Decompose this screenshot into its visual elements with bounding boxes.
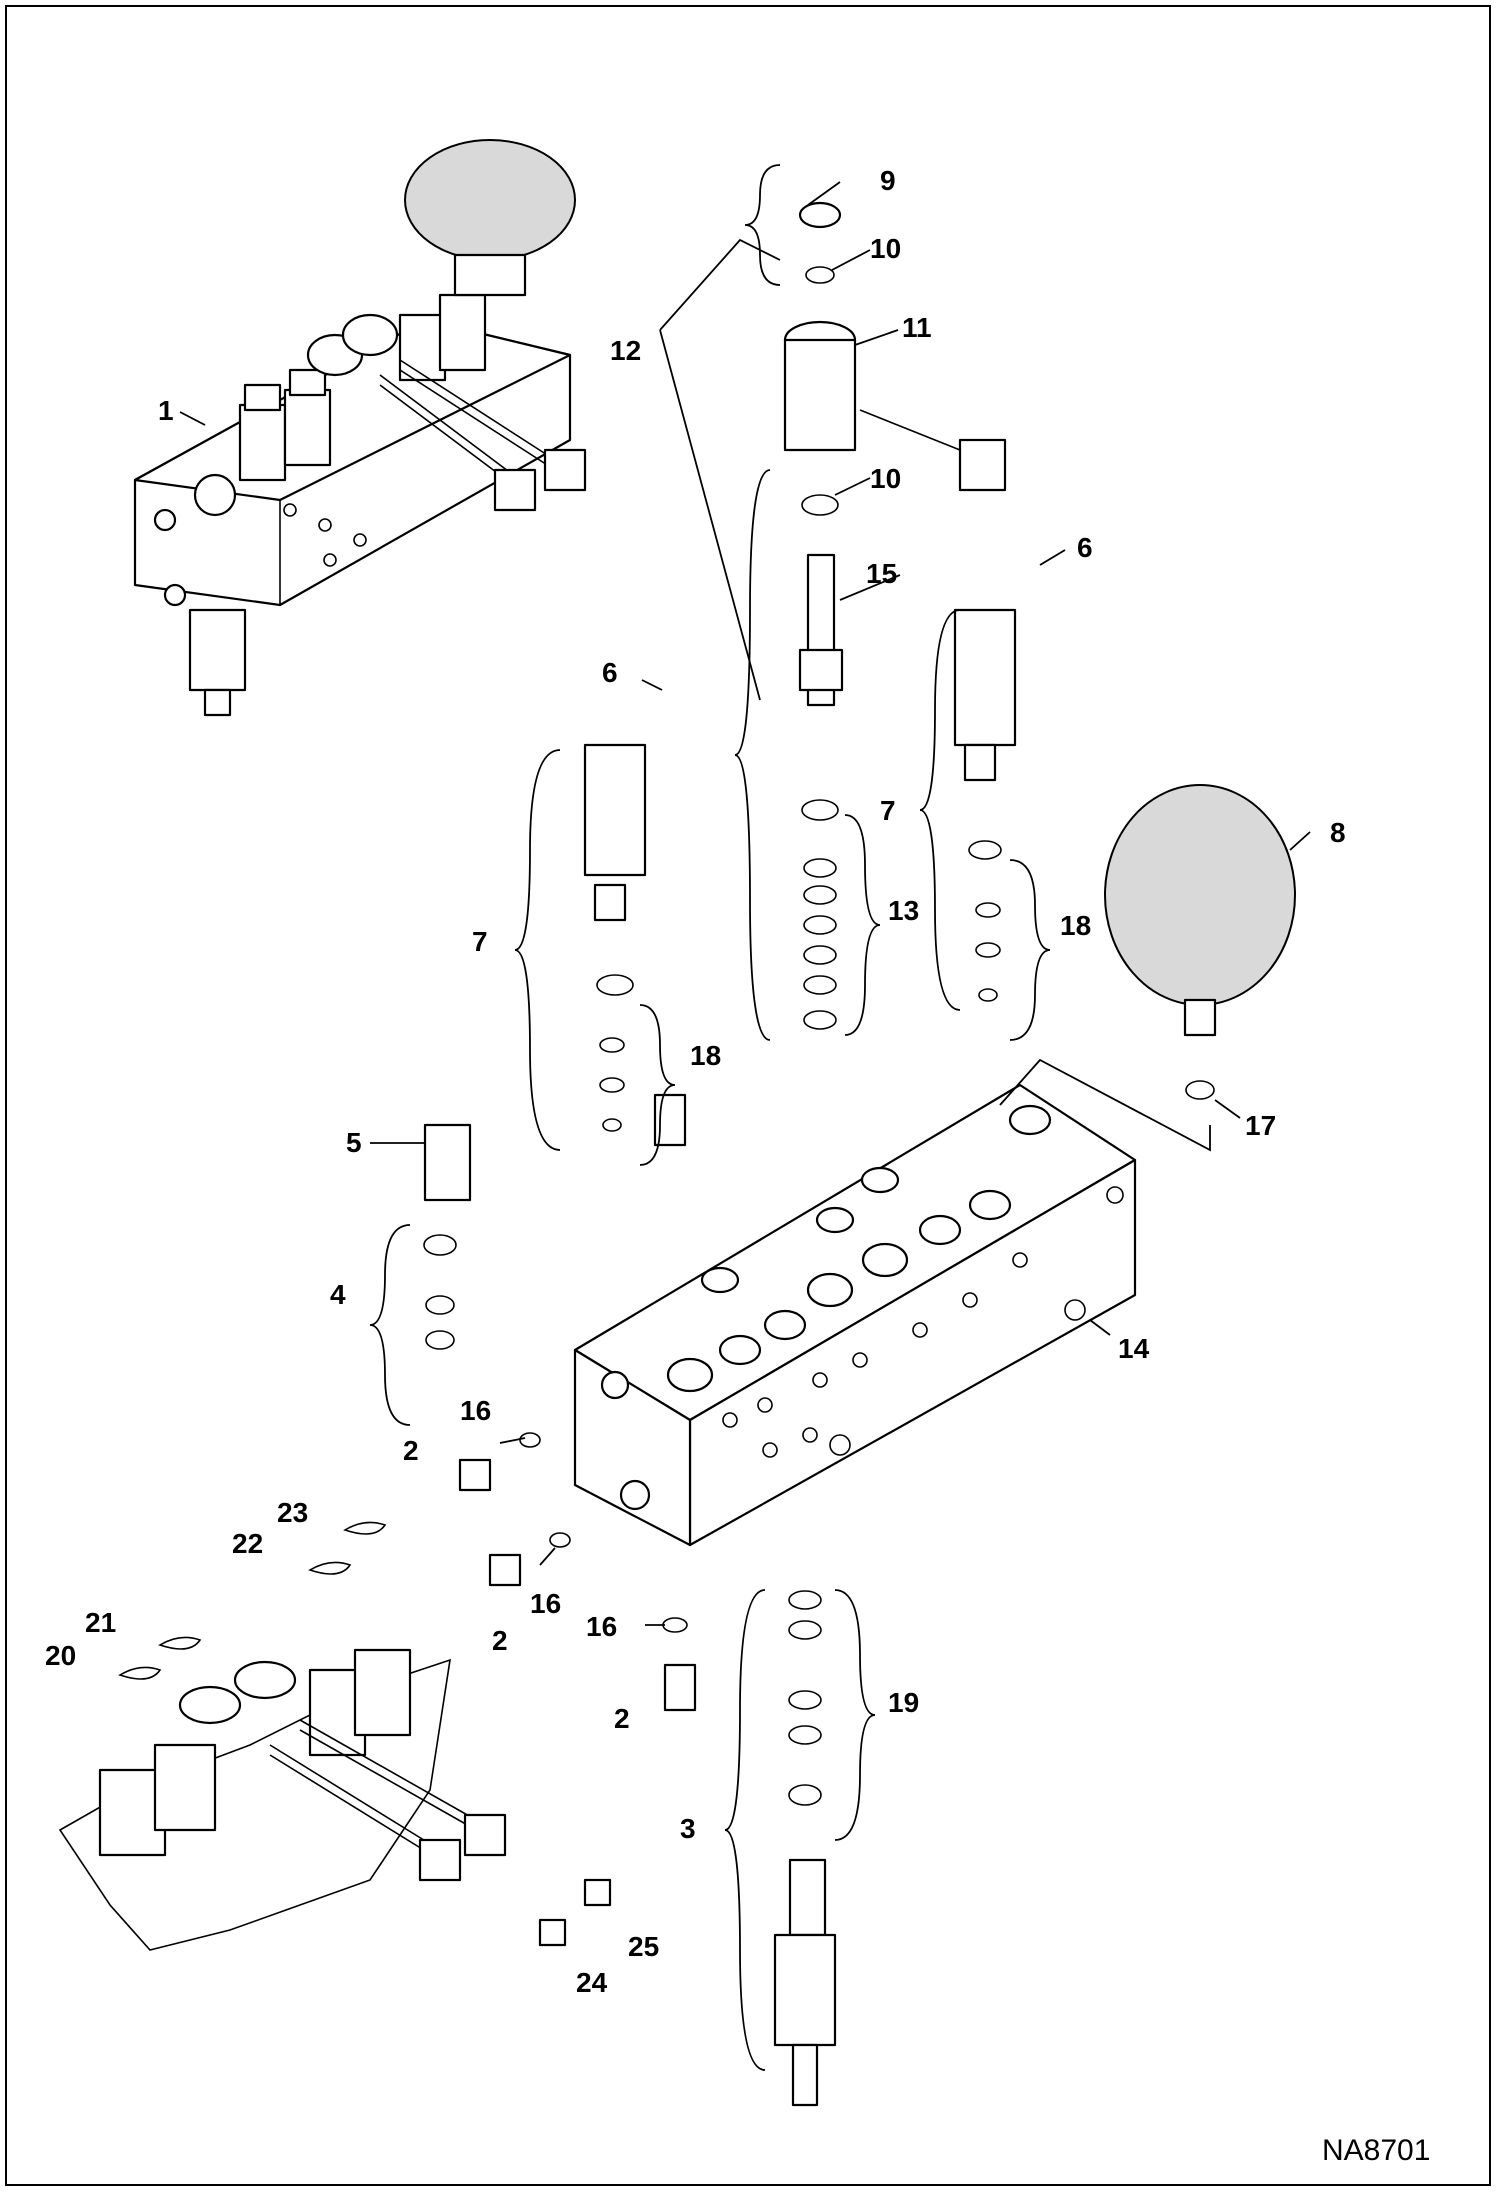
callout-4: 4 — [330, 1279, 346, 1310]
callout-19: 19 — [888, 1687, 919, 1718]
callout-8: 8 — [1330, 817, 1346, 848]
callout-18: 18 — [1060, 910, 1091, 941]
manifold-block — [573, 1083, 1137, 1547]
callout-labels: 1 2 2 2 3 4 5 6 6 7 7 7 8 9 10 10 11 12 … — [45, 165, 1346, 1998]
callout-16: 16 — [586, 1611, 617, 1642]
callout-1: 1 — [158, 395, 174, 426]
callout-18: 18 — [690, 1040, 721, 1071]
callout-9: 9 — [880, 165, 896, 196]
callout-6: 6 — [1077, 532, 1093, 563]
callout-2: 2 — [403, 1435, 419, 1466]
callout-25: 25 — [628, 1931, 659, 1962]
callout-12: 12 — [610, 335, 641, 366]
callout-24: 24 — [576, 1967, 608, 1998]
callout-2: 2 — [614, 1703, 630, 1734]
callout-22: 22 — [232, 1528, 263, 1559]
upper-parts — [423, 201, 1296, 1350]
callout-16: 16 — [530, 1588, 561, 1619]
callout-21: 21 — [85, 1607, 116, 1638]
lower-parts — [458, 1432, 837, 2107]
callout-16: 16 — [460, 1395, 491, 1426]
callout-10: 10 — [870, 463, 901, 494]
callout-7: 7 — [472, 926, 488, 957]
callout-14: 14 — [1118, 1333, 1150, 1364]
callout-6: 6 — [602, 657, 618, 688]
callout-5: 5 — [346, 1127, 362, 1158]
callout-23: 23 — [277, 1497, 308, 1528]
callout-13: 13 — [888, 895, 919, 926]
drawing-code: NA8701 — [1322, 2134, 1430, 2167]
valve-assembly-complete — [133, 139, 587, 717]
leader-lines — [179, 164, 1311, 2071]
callout-11: 11 — [902, 312, 932, 343]
callout-2: 2 — [492, 1625, 508, 1656]
coil-assembly-partial — [58, 1521, 612, 1951]
callout-7: 7 — [880, 795, 896, 826]
diagram-frame — [5, 5, 1491, 2186]
callout-10: 10 — [870, 233, 901, 264]
callout-17: 17 — [1245, 1110, 1276, 1141]
callout-3: 3 — [680, 1813, 696, 1844]
callout-15: 15 — [866, 558, 897, 589]
callout-20: 20 — [45, 1640, 76, 1671]
